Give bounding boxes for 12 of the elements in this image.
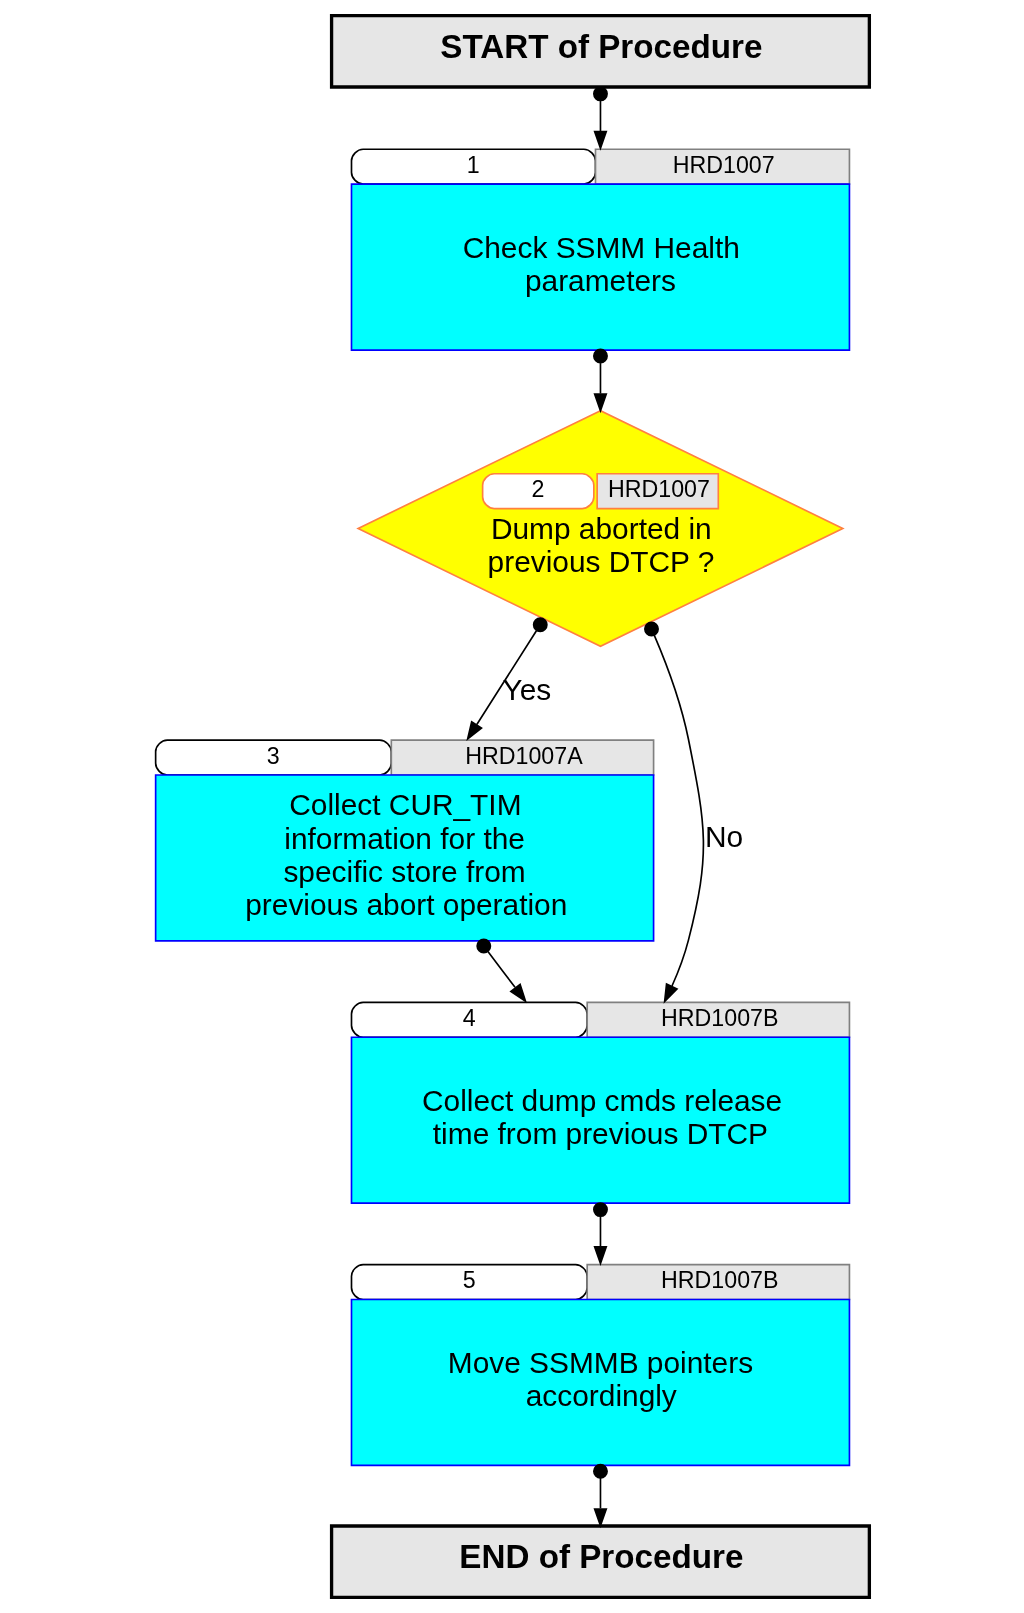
node-box: START of Procedure	[329, 13, 871, 89]
arrow	[465, 617, 548, 742]
node-diamond: 2 HRD1007 Dump aborted in previous DTCP ?	[355, 409, 845, 648]
arrow	[475, 938, 527, 1004]
node-box: END of Procedure	[329, 1524, 871, 1600]
edge-label: No	[704, 820, 743, 853]
arrow	[592, 86, 608, 151]
edge-label: Yes	[502, 673, 551, 707]
arrow	[643, 621, 704, 1004]
arrow	[592, 348, 608, 414]
arrow	[592, 1463, 608, 1529]
arrow	[592, 1202, 608, 1266]
